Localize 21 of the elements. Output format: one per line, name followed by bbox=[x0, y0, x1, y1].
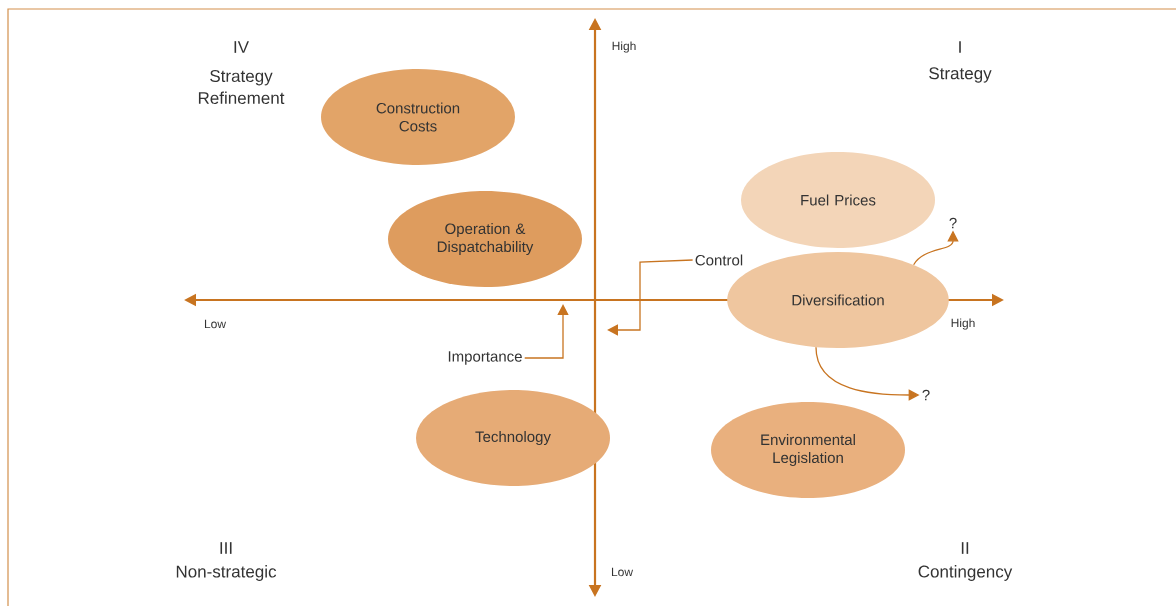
question-mark: ? bbox=[922, 389, 930, 401]
quadrant-label: III bbox=[220, 542, 232, 554]
quadrant-label: Non-strategic bbox=[176, 565, 277, 581]
axis-label: Low bbox=[612, 567, 634, 577]
ellipse-node: Technology bbox=[416, 390, 610, 486]
quadrant-label: Strategy bbox=[929, 67, 992, 83]
ellipse-node: Fuel Prices bbox=[741, 152, 935, 248]
question-mark: ? bbox=[949, 217, 957, 229]
ellipse-node: Operation & Dispatchability bbox=[388, 191, 582, 287]
quadrant-label: I bbox=[959, 41, 961, 53]
quadrant-label: Contingency bbox=[918, 565, 1013, 581]
axis-label: Low bbox=[205, 319, 227, 329]
ellipse-node: Construction Costs bbox=[321, 69, 515, 165]
axis-label: High bbox=[612, 41, 636, 53]
quadrant-label: IV bbox=[234, 41, 249, 53]
leader-arrow bbox=[607, 259, 694, 336]
quadrant-label: II bbox=[961, 542, 969, 554]
annotation-text: Importance bbox=[448, 351, 522, 365]
ellipse-node: Environmental Legislation bbox=[711, 402, 905, 498]
quadrant-label: Strategy Refinement bbox=[198, 70, 285, 105]
leader-arrow bbox=[524, 304, 569, 359]
